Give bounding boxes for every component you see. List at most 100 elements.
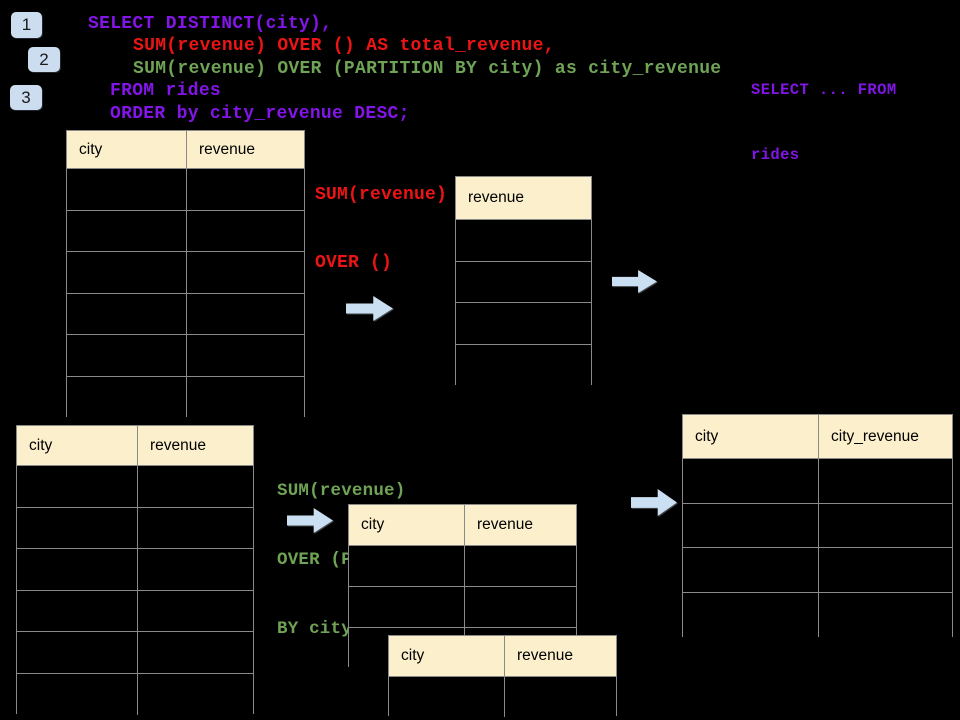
table-cell-empty [17,507,137,549]
table-row [17,672,253,715]
table-cell-empty [456,344,591,385]
table-cell-empty [464,587,576,627]
step-badge-1-label: 1 [21,15,32,34]
table-cell-empty [456,220,591,261]
table-row [67,209,304,251]
column-header-revenue: revenue [464,505,576,545]
partition-annotation-line-1: SUM(revenue) [277,481,406,501]
flow-arrow-2 [612,270,657,293]
step-badge-2-label: 2 [39,49,49,69]
table-source-bottom-header: city revenue [17,426,253,465]
table-partition-front-header: city revenue [389,636,616,676]
table-cell-empty [186,293,304,334]
table-row [349,586,576,627]
step-badge-3-label: 3 [21,87,31,107]
column-header-revenue: revenue [186,131,304,168]
step-badge-1: 1 [11,12,42,38]
column-header-city: city [401,647,425,664]
table-cell-empty [456,261,591,302]
table-row [67,168,304,210]
table-cell-empty [349,587,464,627]
table-cell-empty [67,169,186,210]
step-badge-2: 2 [28,47,60,72]
table-row [17,465,253,507]
table-revenue-only-header: revenue [456,177,591,219]
table-row [456,260,591,302]
flow-arrow-3 [287,508,333,533]
table-row [683,458,952,503]
column-header-city-revenue: city_revenue [818,415,952,458]
table-cell-empty [17,549,137,590]
table-cell-empty [818,459,952,503]
table-cell-empty [137,673,253,715]
column-header-city: city [695,427,719,445]
table-cell-empty [17,466,137,507]
table-row [17,548,253,590]
table-cell-empty [456,303,591,344]
table-cell-empty [67,252,186,293]
total-revenue-annotation: SUM(revenue) OVER () [315,139,447,319]
sql-line-total-revenue: SUM(revenue) OVER () AS total_revenue, [133,36,555,56]
side-note-line-2: rides [751,145,800,164]
total-annotation-line-1: SUM(revenue) [315,185,448,205]
table-row [683,502,952,548]
table-row [67,375,304,417]
table-cell-empty [389,677,504,717]
table-cell-empty [464,546,576,586]
table-cell-empty [186,169,304,210]
column-header-revenue: revenue [137,426,253,465]
table-cell-empty [818,503,952,548]
table-row [349,545,576,586]
arrow-right-icon [612,270,657,293]
table-cell-empty [504,677,616,717]
table-cell-empty [349,546,464,586]
table-cell-empty [137,632,253,673]
table-row [17,589,253,632]
table-source-top: city revenue [66,130,305,417]
table-cell-empty [17,632,137,673]
table-row [67,251,304,293]
table-result-right: city city_revenue [682,414,953,637]
column-header-revenue: revenue [504,636,616,676]
table-cell-empty [683,548,818,593]
flow-arrow-1 [346,296,393,321]
table-cell-empty [683,459,818,503]
sql-line-from: FROM rides [110,81,222,101]
sql-line-city-revenue: SUM(revenue) OVER (PARTITION BY city) as… [133,59,722,79]
table-cell-empty [818,548,952,593]
table-cell-empty [67,335,186,376]
table-cell-empty [67,376,186,417]
total-annotation-line-2: OVER () [315,252,393,273]
table-cell-empty [683,503,818,548]
table-cell-empty [137,549,253,590]
table-cell-empty [17,590,137,632]
arrow-right-icon [631,489,677,516]
table-result-right-header: city city_revenue [683,415,952,458]
table-row [456,219,591,261]
table-cell-empty [67,293,186,334]
table-source-top-header: city revenue [67,131,304,168]
table-row [456,343,591,385]
step-badge-3: 3 [10,85,42,110]
arrow-right-icon [346,296,393,321]
arrow-right-icon [287,508,333,533]
column-header-city: city [29,436,53,454]
table-row [456,302,591,344]
side-note: SELECT ... FROM rides [751,37,897,209]
table-cell-empty [186,252,304,293]
table-cell-empty [137,507,253,549]
table-cell-empty [137,466,253,507]
table-row [683,592,952,637]
flow-arrow-4 [631,489,677,516]
table-cell-empty [818,593,952,637]
table-cell-empty [186,210,304,251]
table-cell-empty [683,593,818,637]
table-row [17,506,253,549]
column-header-city: city [361,516,385,533]
sql-line-order-by: ORDER by city_revenue DESC; [110,104,410,124]
table-row [389,676,616,717]
column-header-city: city [79,140,103,158]
table-source-bottom: city revenue [16,425,254,715]
table-revenue-only: revenue [455,176,592,385]
